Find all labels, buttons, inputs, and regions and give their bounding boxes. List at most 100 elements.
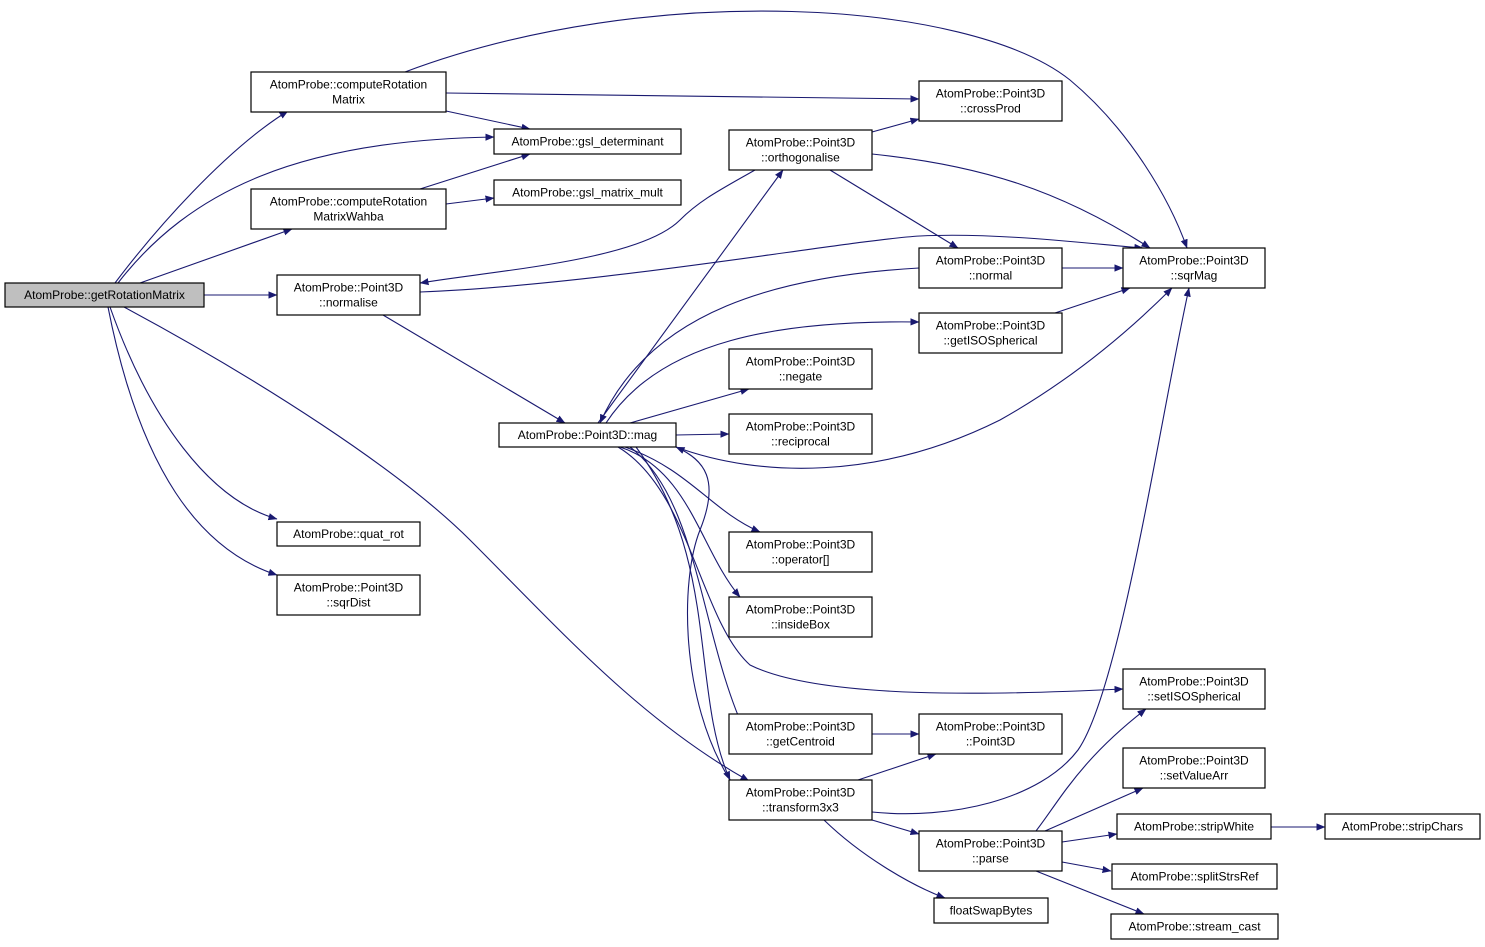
node-splitStrsRef[interactable]: AtomProbe::splitStrsRef — [1111, 863, 1278, 890]
node-box-quat_rot — [276, 521, 421, 547]
node-label-getCentroid-1: ::getCentroid — [766, 735, 835, 749]
node-label-orthogonalise-0: AtomProbe::Point3D — [746, 136, 856, 150]
edge-getRotationMatrix-to-quat_rot — [109, 306, 278, 521]
edge-orthogonalise-to-crossProd — [871, 117, 920, 133]
edge-getRotationMatrix-to-transform3x3 — [123, 306, 750, 782]
node-box-parse — [918, 830, 1063, 872]
node-getISOSpherical[interactable]: AtomProbe::Point3D::getISOSpherical — [918, 312, 1063, 354]
node-orthogonalise[interactable]: AtomProbe::Point3D::orthogonalise — [728, 129, 873, 171]
node-label-computeRotationMatrix-0: AtomProbe::computeRotation — [270, 78, 427, 92]
node-box-operator — [728, 531, 873, 573]
edge-computeRotationMatrixWahba-to-gsl_matrix_mult — [445, 195, 495, 205]
node-label-setValueArr-1: ::setValueArr — [1160, 769, 1228, 783]
edge-mag-to-setISOSpherical — [617, 446, 1124, 694]
node-parse[interactable]: AtomProbe::Point3D::parse — [918, 830, 1063, 872]
node-setISOSpherical[interactable]: AtomProbe::Point3D::setISOSpherical — [1122, 668, 1266, 710]
node-getCentroid[interactable]: AtomProbe::Point3D::getCentroid — [728, 713, 873, 755]
node-setValueArr[interactable]: AtomProbe::Point3D::setValueArr — [1122, 747, 1266, 789]
node-floatSwapBytes[interactable]: floatSwapBytes — [933, 897, 1049, 924]
node-reciprocal[interactable]: AtomProbe::Point3D::reciprocal — [728, 413, 873, 455]
node-label-reciprocal-0: AtomProbe::Point3D — [746, 420, 856, 434]
node-label-insideBox-1: ::insideBox — [771, 618, 830, 632]
edge-parse-to-setValueArr — [1044, 787, 1144, 832]
node-box-negate — [728, 348, 873, 390]
node-getRotationMatrix[interactable]: AtomProbe::getRotationMatrix — [4, 282, 205, 308]
node-label-stream_cast-0: AtomProbe::stream_cast — [1128, 920, 1261, 934]
node-label-transform3x3-0: AtomProbe::Point3D — [746, 786, 856, 800]
node-box-gsl_matrix_mult — [493, 179, 682, 206]
node-label-reciprocal-1: ::reciprocal — [771, 435, 830, 449]
node-insideBox[interactable]: AtomProbe::Point3D::insideBox — [728, 596, 873, 638]
edge-mag-to-reciprocal — [675, 430, 730, 438]
edge-mag-to-transform3x3 — [635, 446, 731, 781]
edge-parse-to-stream_cast — [1035, 870, 1145, 915]
node-crossProd[interactable]: AtomProbe::Point3D::crossProd — [918, 80, 1063, 122]
node-label-sqrDist-1: ::sqrDist — [326, 596, 371, 610]
node-label-sqrMag-1: ::sqrMag — [1171, 269, 1218, 283]
edge-normalise-to-sqrMag — [419, 234, 1144, 293]
node-label-gsl_matrix_mult-0: AtomProbe::gsl_matrix_mult — [512, 186, 663, 200]
node-operator[interactable]: AtomProbe::Point3D::operator[] — [728, 531, 873, 573]
node-sqrMag[interactable]: AtomProbe::Point3D::sqrMag — [1122, 247, 1266, 289]
node-sqrDist[interactable]: AtomProbe::Point3D::sqrDist — [276, 574, 421, 616]
node-label-getCentroid-0: AtomProbe::Point3D — [746, 720, 856, 734]
node-label-floatSwapBytes-0: floatSwapBytes — [950, 904, 1033, 918]
edge-transform3x3-to-parse — [871, 819, 920, 836]
node-label-setISOSpherical-1: ::setISOSpherical — [1147, 690, 1240, 704]
edge-transform3x3-to-mag — [675, 446, 731, 781]
node-label-stripWhite-0: AtomProbe::stripWhite — [1134, 820, 1254, 834]
node-normal[interactable]: AtomProbe::Point3D::normal — [918, 247, 1063, 289]
node-label-getISOSpherical-0: AtomProbe::Point3D — [936, 319, 1046, 333]
edge-orthogonalise-to-normalise — [419, 169, 756, 286]
node-label-Point3D-1: ::Point3D — [966, 735, 1016, 749]
edge-mag-to-operator — [624, 446, 761, 533]
edge-normal-to-mag — [599, 267, 920, 424]
node-box-computeRotationMatrix — [250, 71, 447, 113]
node-box-crossProd — [918, 80, 1063, 122]
node-label-mag-0: AtomProbe::Point3D::mag — [518, 428, 657, 442]
node-label-normalise-1: ::normalise — [319, 296, 378, 310]
node-box-getISOSpherical — [918, 312, 1063, 354]
node-transform3x3[interactable]: AtomProbe::Point3D::transform3x3 — [728, 779, 873, 821]
node-box-normal — [918, 247, 1063, 289]
edge-computeRotationMatrix-to-gsl_determinant — [445, 110, 531, 131]
node-layer: AtomProbe::getRotationMatrix AtomProbe::c… — [4, 71, 1481, 940]
edge-orthogonalise-to-normal — [829, 169, 959, 249]
node-gsl_determinant[interactable]: AtomProbe::gsl_determinant — [493, 128, 682, 155]
node-label-negate-1: ::negate — [779, 370, 823, 384]
node-negate[interactable]: AtomProbe::Point3D::negate — [728, 348, 873, 390]
node-label-gsl_determinant-0: AtomProbe::gsl_determinant — [511, 135, 664, 149]
node-mag[interactable]: AtomProbe::Point3D::mag — [498, 422, 677, 448]
node-label-crossProd-0: AtomProbe::Point3D — [936, 87, 1046, 101]
node-stream_cast[interactable]: AtomProbe::stream_cast — [1110, 913, 1279, 940]
node-box-sqrDist — [276, 574, 421, 616]
edge-normalise-to-mag — [382, 314, 566, 424]
edge-mag-to-negate — [629, 387, 750, 424]
node-normalise[interactable]: AtomProbe::Point3D::normalise — [276, 274, 421, 316]
node-quat_rot[interactable]: AtomProbe::quat_rot — [276, 521, 421, 547]
edge-transform3x3-to-sqrMag — [871, 287, 1191, 815]
node-label-normalise-0: AtomProbe::Point3D — [294, 281, 404, 295]
node-box-splitStrsRef — [1111, 863, 1278, 890]
edge-getRotationMatrix-to-computeRotationMatrixWahba — [139, 228, 293, 284]
edge-parse-to-setISOSpherical — [1035, 708, 1147, 832]
node-Point3D[interactable]: AtomProbe::Point3D::Point3D — [918, 713, 1063, 755]
node-label-computeRotationMatrix-1: Matrix — [332, 93, 365, 107]
node-label-parse-0: AtomProbe::Point3D — [936, 837, 1046, 851]
edge-mag-to-getCentroid — [629, 446, 749, 739]
node-stripChars[interactable]: AtomProbe::stripChars — [1324, 813, 1481, 840]
node-label-operator-0: AtomProbe::Point3D — [746, 538, 856, 552]
node-stripWhite[interactable]: AtomProbe::stripWhite — [1116, 813, 1272, 840]
node-label-Point3D-0: AtomProbe::Point3D — [936, 720, 1046, 734]
edge-transform3x3-to-floatSwapBytes — [823, 819, 946, 899]
edge-parse-to-stripWhite — [1061, 831, 1118, 843]
node-gsl_matrix_mult[interactable]: AtomProbe::gsl_matrix_mult — [493, 179, 682, 206]
edge-transform3x3-to-Point3D — [857, 753, 937, 781]
node-label-normal-1: ::normal — [969, 269, 1012, 283]
node-label-quat_rot-0: AtomProbe::quat_rot — [293, 527, 404, 541]
node-box-stripWhite — [1116, 813, 1272, 840]
node-box-Point3D — [918, 713, 1063, 755]
